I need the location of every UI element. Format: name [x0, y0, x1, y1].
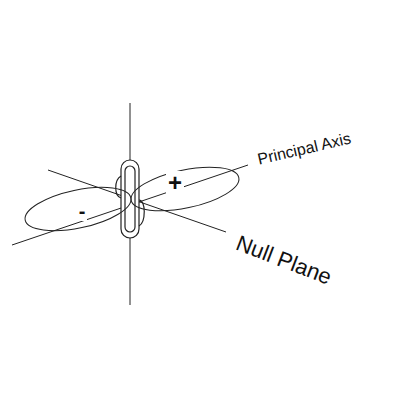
- axis-label: Null Plane: [232, 232, 335, 289]
- ribbon-fold: [116, 176, 145, 226]
- lobe-ellipse: [127, 159, 242, 219]
- ribbon-outer: [121, 160, 139, 238]
- polar-lobe: -: [22, 186, 134, 232]
- lobe-ellipse: [21, 179, 135, 239]
- polar-lobe: +: [128, 166, 242, 212]
- lobe-outline: [128, 166, 242, 212]
- axis-label: Principal Axis: [255, 130, 353, 167]
- polarity-sign: -: [77, 201, 88, 221]
- ribbon-element: [116, 160, 145, 238]
- polarity-sign: +: [166, 171, 184, 195]
- ribbon-inner: [125, 166, 135, 232]
